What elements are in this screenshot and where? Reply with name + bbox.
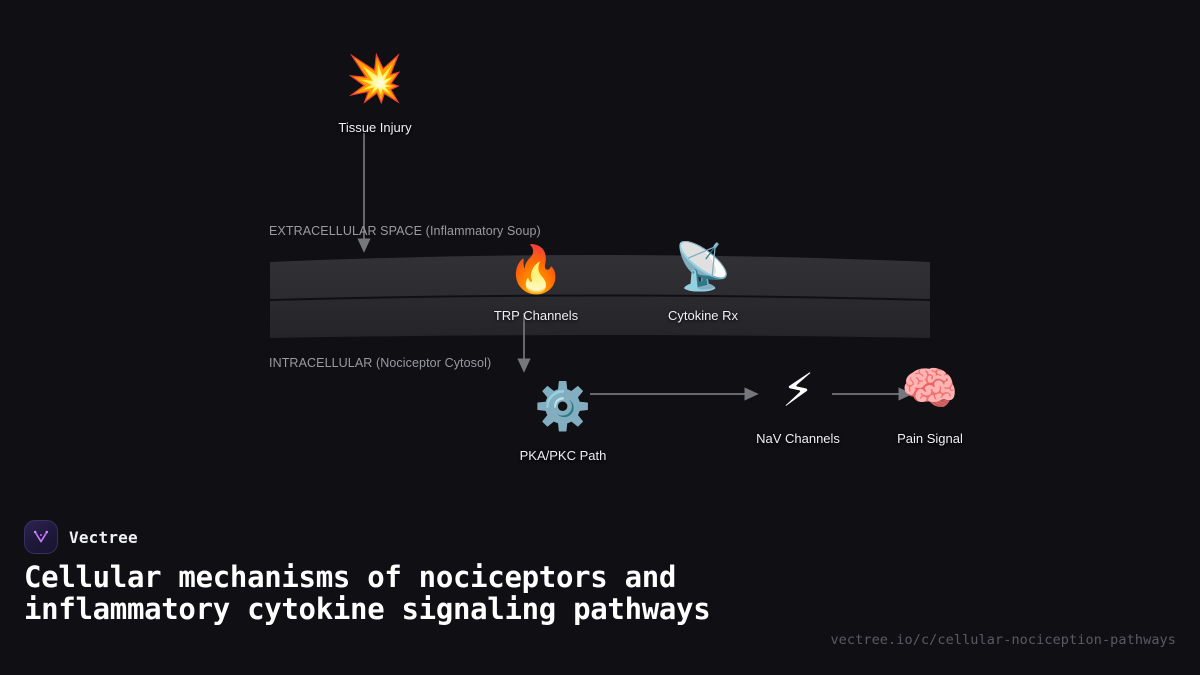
membrane-inner-leaflet [270,296,930,338]
node-label-trp-channels: TRP Channels [493,308,579,323]
diagram-canvas: EXTRACELLULAR SPACE (Inflammatory Soup) … [269,52,963,463]
satellite-dish-icon: 📡 [674,239,732,293]
vectree-logo-icon [24,520,58,554]
fire-icon: 🔥 [507,242,565,296]
node-pka-pkc-path[interactable]: ⚙️ PKA/PKC Path [520,380,607,463]
brain-icon: 🧠 [901,361,959,415]
node-tissue-injury[interactable]: 💥 Tissue Injury [338,52,411,135]
vectree-logo-glyph [33,530,49,543]
cell-membrane-band [270,255,930,338]
gear-icon: ⚙️ [534,379,592,433]
node-pain-signal[interactable]: 🧠 Pain Signal [897,362,963,446]
node-label-nav-channels: NaV Channels [756,431,840,446]
footer: Vectree Cellular mechanisms of nocicepto… [0,490,1200,675]
node-nav-channels[interactable]: ⚡ NaV Channels [756,364,840,446]
node-label-pain-signal: Pain Signal [897,431,963,446]
compartment-label-extracellular: EXTRACELLULAR SPACE (Inflammatory Soup) [269,224,541,238]
node-cytokine-rx[interactable]: 📡 Cytokine Rx [668,240,738,323]
compartment-label-intracellular: INTRACELLULAR (Nociceptor Cytosol) [269,356,492,370]
brand-name: Vectree [69,527,138,547]
membrane-outer-leaflet [270,255,930,299]
node-label-tissue-injury: Tissue Injury [338,120,412,135]
node-label-pka-pkc-path: PKA/PKC Path [519,448,607,463]
node-label-cytokine-rx: Cytokine Rx [667,308,739,323]
node-trp-channels[interactable]: 🔥 TRP Channels [494,243,578,323]
deck-url: vectree.io/c/cellular-nociception-pathwa… [830,632,1176,648]
explosion-icon: 💥 [346,51,404,105]
lightning-bolt-icon: ⚡ [781,363,815,417]
brand-row: Vectree [24,520,138,554]
page-title: Cellular mechanisms of nociceptors and i… [24,560,711,626]
